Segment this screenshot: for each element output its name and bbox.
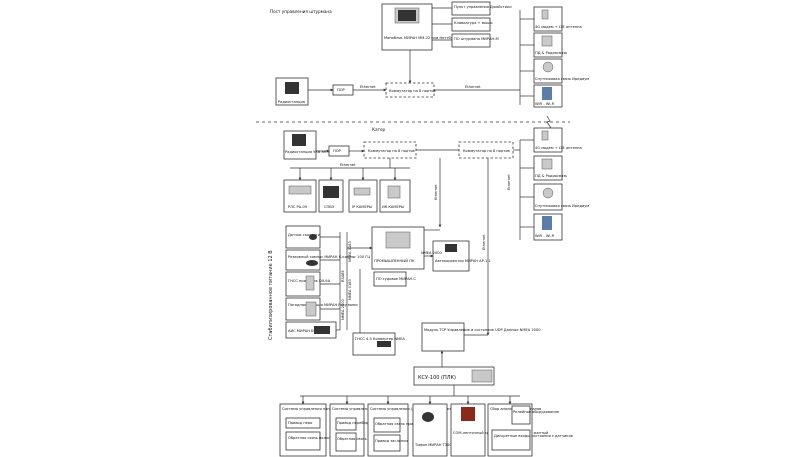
bottom-systems: Система управления направлением Привод п… [279, 396, 573, 457]
screen-icon [398, 10, 416, 21]
boat-label: Катер [372, 127, 386, 132]
svg-text:Погодная станция МИРАН Розу ми: Погодная станция МИРАН Розу мини [288, 303, 358, 307]
svg-text:Резервный компас МИРАН К-компа: Резервный компас МИРАН К-компас 100 ГЦ [288, 255, 370, 259]
svg-text:Система управления направление: Система управления направлением [282, 407, 351, 411]
boat-right-devices: 4G модем + LTE антенна ПД & Радиосвязь С… [520, 127, 589, 241]
can-label: NMEA 2000 [421, 251, 443, 255]
software-box [451, 33, 491, 48]
svg-text:Обратная связь переборки: Обратная связь переборки [337, 437, 389, 441]
nmea-label-0: NMEA 0183 [348, 241, 352, 262]
boat-eth-right: Ethernet [507, 174, 511, 190]
boat-eth-top: Ethernet [340, 163, 356, 167]
svg-text:IP КАМЕРЫ: IP КАМЕРЫ [352, 205, 372, 209]
svg-text:Датчик скорости: Датчик скорости [288, 233, 321, 237]
vhf-label: Радиостанция УКВ антенной [285, 150, 340, 154]
software-label: ПО штурмана МИРАН-М [454, 37, 499, 41]
sensor-column: Датчик скорости Резервный компас МИРАН К… [285, 225, 370, 339]
svg-text:Спутниковая связь Иридиум: Спутниковая связь Иридиум [535, 77, 589, 81]
svg-text:ПД & Радиосвязь: ПД & Радиосвязь [535, 51, 567, 55]
svg-text:Релейное оборудование: Релейное оборудование [513, 410, 560, 414]
nmea-label-2: RS485 [341, 270, 345, 282]
autopilot-label: Автокорректор МИРАН АР-1-1 [435, 259, 491, 263]
joysticks-box [451, 1, 491, 16]
svg-text:WiFi - Wi-Fi: WiFi - Wi-Fi [535, 234, 554, 238]
lightning-icon [546, 115, 552, 129]
ksu-icon [471, 369, 493, 383]
svg-text:ПД & Радиосвязь: ПД & Радиосвязь [535, 174, 567, 178]
nmea-label-1: NMEA 0183 [348, 279, 352, 300]
radio-label: Радиостанция [278, 100, 305, 104]
nmea-label-3: NMEA 2000 [341, 298, 345, 320]
svg-text:Дискретные входы состояния с д: Дискретные входы состояния с датчиков [494, 434, 573, 438]
switch-label: Коммутатор на 8 портов [389, 89, 436, 93]
module-box [421, 322, 465, 352]
svg-text:4G модем + LTE антенна: 4G модем + LTE антенна [535, 25, 582, 29]
joysticks-label: Пульт управления Джойстики [454, 5, 512, 9]
svg-text:СПВЭ: СПВЭ [324, 205, 335, 209]
svg-text:РЛС РА-09: РЛС РА-09 [288, 205, 308, 209]
svg-text:Обратная связь привода: Обратная связь привода [375, 422, 422, 426]
svg-text:Привод переборки: Привод переборки [337, 421, 373, 425]
svg-text:4G модем + LTE антенна: 4G модем + LTE антенна [535, 146, 582, 150]
boat-eth-vert: Ethernet [434, 184, 438, 200]
gps-conv-box [352, 332, 396, 356]
svg-text:Система управления переборкой: Система управления переборкой [332, 407, 396, 411]
device-row: РЛС РА-09 СПВЭ IP КАМЕРЫ ИК КАМЕРЫ [283, 168, 411, 213]
gps-conv-label: ГНСС 4.5 Конвертер NMEA [355, 337, 405, 341]
svg-text:Тифон МИРАН ТЗ0030: Тифон МИРАН ТЗ0030 [414, 443, 457, 447]
eth1-label: Ethernet [360, 85, 376, 89]
bridge-right-devices: 4G модем + LTE антенна ПД & Радиосвязь С… [520, 6, 589, 108]
pc-sw-label: ПО судовое МИРАН-С [376, 277, 417, 281]
svg-text:Привод заслонки: Привод заслонки [375, 439, 408, 443]
svg-text:WiFi - Wi-Fi: WiFi - Wi-Fi [535, 102, 554, 106]
radio-icon [285, 82, 299, 94]
pdp-label: ПОР [337, 88, 346, 92]
keyboard-label: Клавиатура + мышь [454, 21, 493, 25]
svg-text:ИК КАМЕРЫ: ИК КАМЕРЫ [382, 205, 404, 209]
boat-pdp-label: ПОР [333, 149, 342, 153]
pc-label: ПРОМЫШЛЕННЫЙ ПК [374, 258, 415, 263]
boat-eth-v2: Ethernet [482, 234, 486, 250]
boat-switch-label: Коммутатор на 8 портов [368, 149, 415, 153]
svg-text:Обратная связь положения руля: Обратная связь положения руля [288, 436, 350, 440]
monoblock-label: Моноблок МИРАН ММ-22 или Неттбук [384, 36, 456, 40]
pc-icon [385, 231, 411, 249]
bridge-label: Пост управления штурмана [270, 9, 332, 14]
eth2-label: Ethernet [465, 85, 481, 89]
power-label: Стабилизированное питание 12 В [268, 250, 274, 340]
module-label: Модуль TCP Управление и состояние UDP Да… [424, 328, 541, 332]
pc-sw-box [373, 271, 407, 287]
svg-text:АИС МИРАН БС-1: АИС МИРАН БС-1 [288, 329, 320, 333]
boat-switch2-label: Коммутатор на 8 портов [463, 149, 510, 153]
svg-text:Спутниковая связь Иридиум: Спутниковая связь Иридиум [535, 204, 589, 208]
svg-text:Привод перо: Привод перо [288, 421, 312, 425]
ksu-label: КСУ-100 (ПЛК) [418, 375, 456, 381]
keyboard-box [451, 17, 491, 32]
